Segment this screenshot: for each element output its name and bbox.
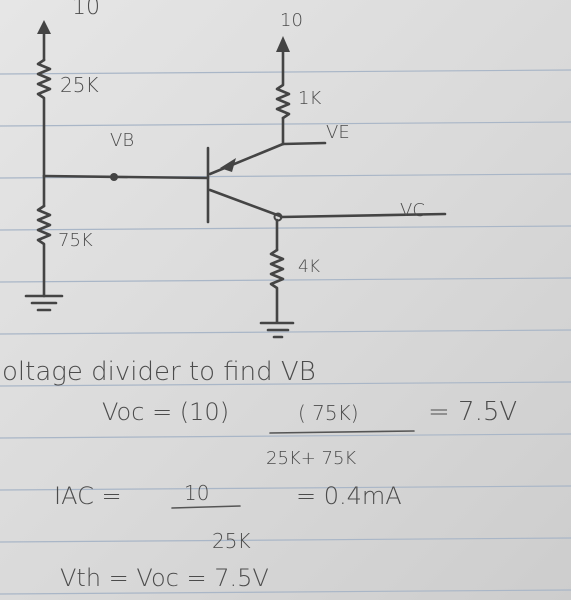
label-r-75k: 75K (58, 230, 93, 251)
note-iac-result: = 0.4mA (296, 482, 402, 510)
note-iac-denominator: 25K (212, 529, 251, 553)
fraction-bar-iac (171, 505, 241, 509)
emitter-branch (275, 36, 327, 146)
base-wire (42, 173, 210, 181)
resistor-1k (275, 50, 291, 120)
note-vth: Vth = Voc = 7.5V (60, 564, 269, 592)
label-r-4k: 4K (298, 257, 320, 277)
label-r-25k: 25K (60, 73, 99, 97)
resistor-4k (269, 248, 285, 324)
note-heading: oltage divider to find VB (2, 357, 316, 387)
note-iac-numerator: 10 (184, 481, 209, 505)
fraction-bar-voc (269, 430, 415, 434)
label-vb: VB (110, 130, 134, 151)
ground-right-icon (259, 321, 295, 339)
collector-branch (259, 212, 447, 339)
note-voc-lhs: Voc = (10) (102, 398, 229, 426)
note-voc-result: = 7.5V (428, 397, 517, 427)
label-r-1k: 1K (298, 88, 321, 109)
note-iac-lhs: IAC = (54, 482, 122, 510)
note-voc-numerator: ( 75K) (298, 401, 359, 425)
label-ve: VE (326, 122, 350, 143)
resistor-25k (36, 58, 52, 178)
ruled-lines (0, 69, 571, 595)
label-supply-left: 10 (72, 0, 100, 20)
supply-arrow-right-icon (276, 36, 290, 52)
resistor-75k (36, 204, 52, 298)
node-vb (110, 173, 118, 181)
supply-arrow-left-icon (37, 20, 51, 34)
label-supply-right: 10 (280, 10, 303, 31)
left-divider-branch (24, 20, 64, 312)
label-vc: VC (400, 200, 425, 221)
note-voc-denominator: 25K+ 75K (266, 448, 356, 469)
ground-left-icon (24, 294, 64, 312)
transistor-pnp (206, 142, 285, 224)
